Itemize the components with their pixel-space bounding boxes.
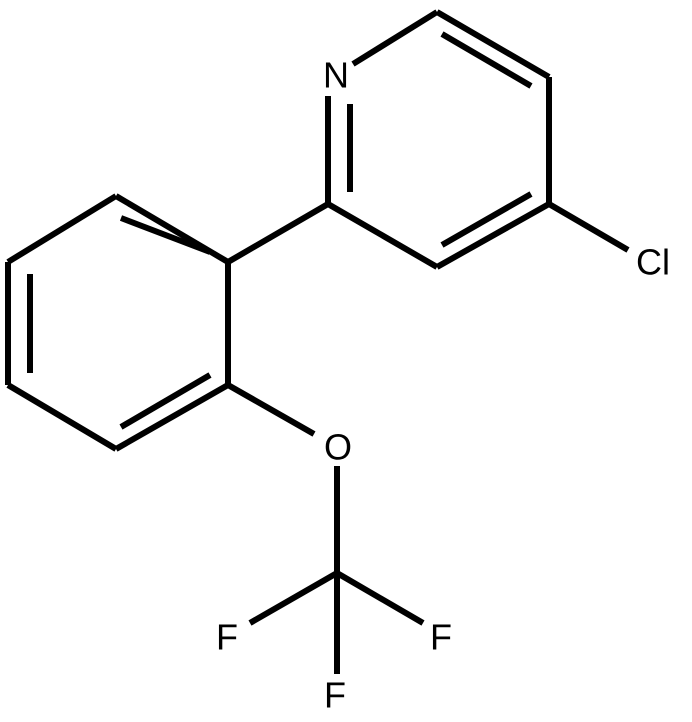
- bond-c-o: [226, 382, 316, 437]
- bond-c2-c3: [435, 9, 551, 80]
- bond-b1-b2: [114, 193, 230, 265]
- atom-label-fluorine-bottom: F: [324, 675, 346, 716]
- bond-cf3-f1: [248, 570, 339, 626]
- bond-b2-b3: [6, 193, 118, 265]
- atom-label-chlorine: Cl: [636, 242, 670, 283]
- bond-c4-cl: [547, 201, 630, 253]
- bond-b5-b6-inner: [119, 372, 212, 430]
- bond-c2-c3-inner: [440, 31, 533, 89]
- benzene-ring: [5, 193, 231, 452]
- atom-label-nitrogen: N: [323, 55, 349, 96]
- bond-b5-b6: [114, 382, 230, 452]
- bond-n-c2: [351, 9, 439, 67]
- atom-label-fluorine-right: F: [430, 617, 452, 658]
- bond-b1-b2-inner: [119, 215, 212, 255]
- bond-biaryl: [226, 201, 330, 265]
- pyridine-ring: [325, 9, 552, 270]
- bond-b4-b5: [6, 382, 118, 452]
- atom-label-fluorine-left: F: [216, 617, 238, 658]
- bond-c5-c6: [326, 201, 439, 270]
- bond-cf3-f2: [335, 570, 425, 626]
- bond-c4-c5: [435, 201, 551, 270]
- atom-label-oxygen: O: [324, 427, 352, 468]
- bond-c4-c5-inner: [440, 191, 533, 248]
